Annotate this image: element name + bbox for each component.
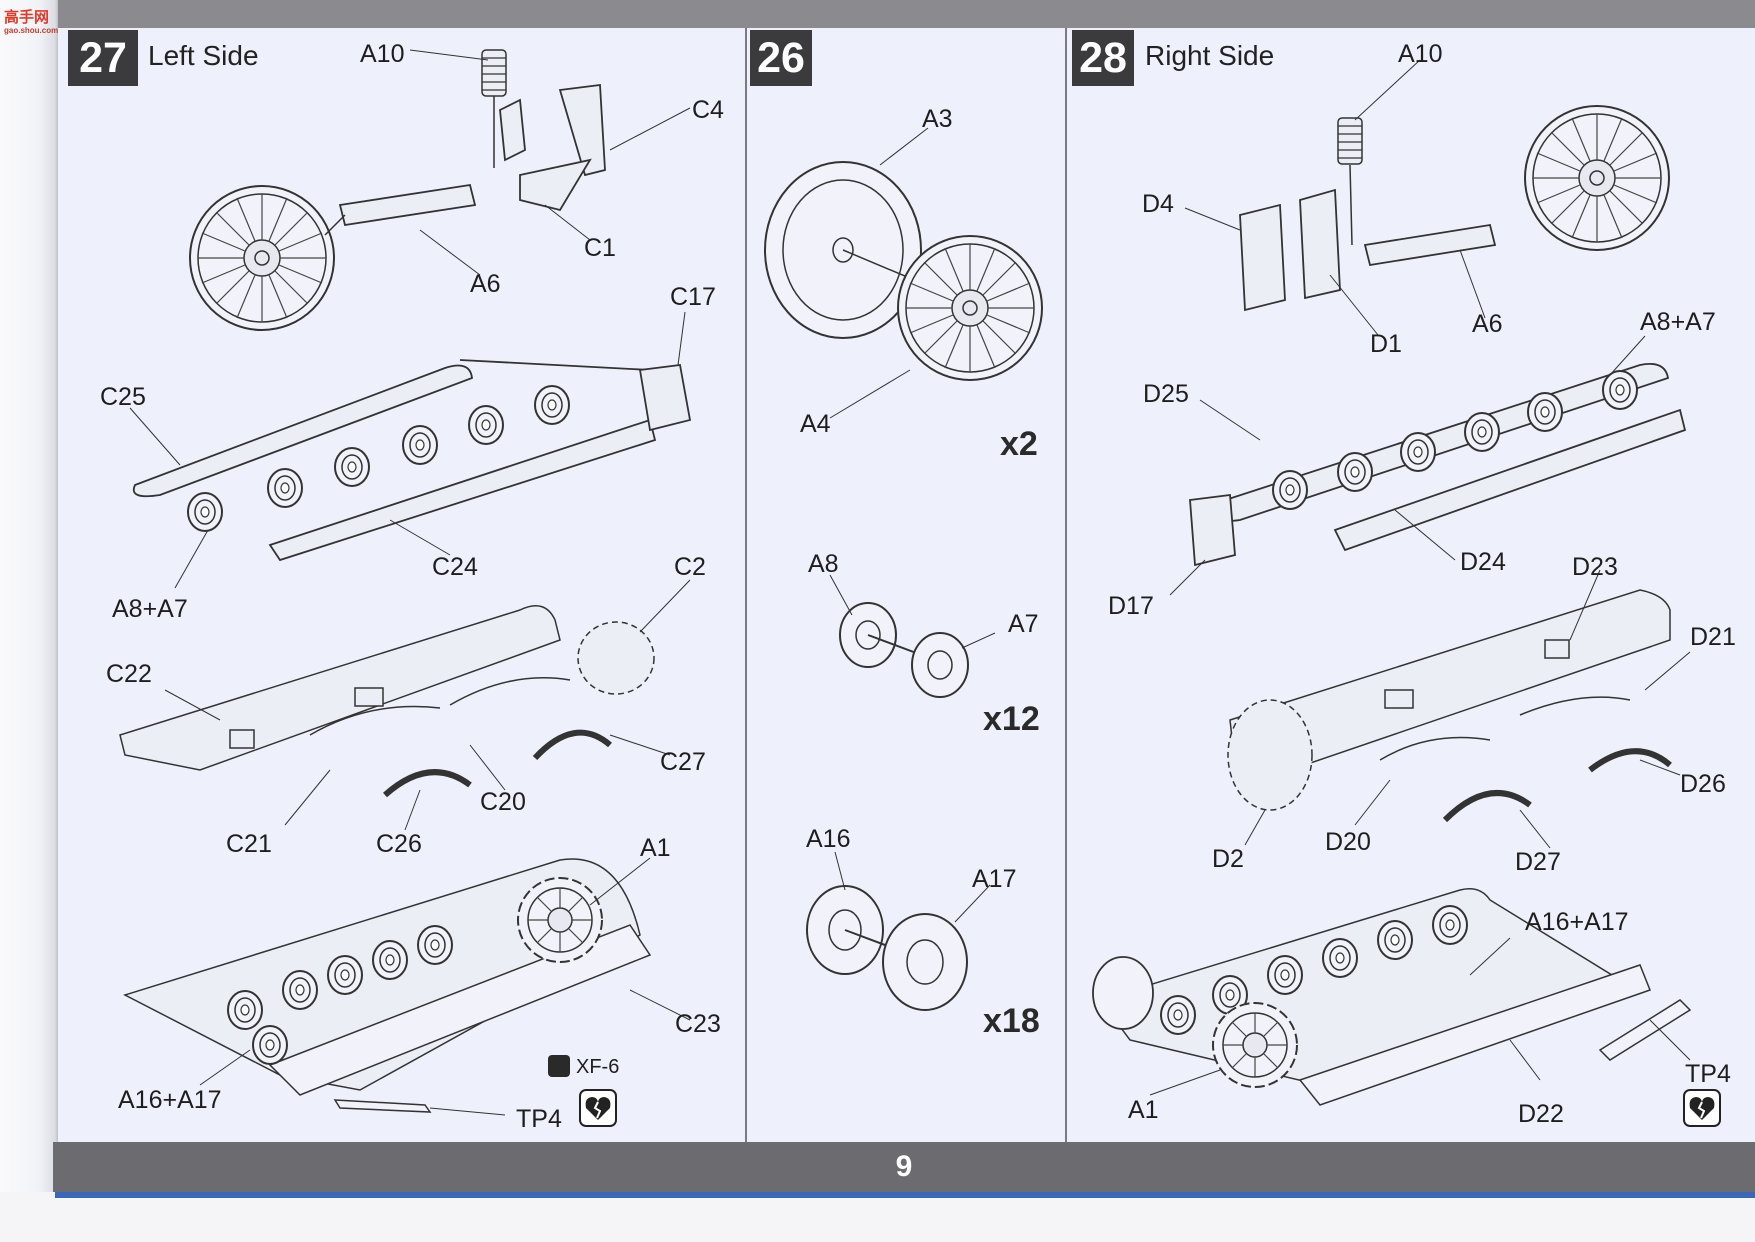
part-label: A7 <box>1008 610 1039 638</box>
part-label: D1 <box>1370 330 1402 358</box>
part-label: D2 <box>1212 845 1244 873</box>
part-label: A8 <box>808 550 839 578</box>
part-label: D17 <box>1108 592 1154 620</box>
part-label: TP4 <box>1685 1060 1731 1088</box>
part-label: A3 <box>922 105 953 133</box>
part-label: C4 <box>692 96 724 124</box>
quantity-label: x2 <box>1000 425 1038 463</box>
part-label: C21 <box>226 830 272 858</box>
part-label: C25 <box>100 383 146 411</box>
part-label: D21 <box>1690 623 1736 651</box>
panel-divider <box>745 28 747 1142</box>
step-26-part-labels: A3 A4 A8 A7 A16 A17 <box>800 105 1039 893</box>
part-label: A6 <box>1472 310 1503 338</box>
part-label: A16+A17 <box>1525 908 1629 936</box>
watermark-logo: 高手网 gao.shou.com <box>4 6 58 35</box>
step-28-part-labels: A10 D4 D1 A6 A8+A7 D25 D24 D17 D23 D21 D… <box>1108 40 1736 1128</box>
broken-heart-icon <box>579 1089 617 1127</box>
broken-heart-icon <box>1683 1089 1721 1127</box>
part-label: D25 <box>1143 380 1189 408</box>
part-label: A8+A7 <box>112 595 188 623</box>
part-label: C17 <box>670 283 716 311</box>
part-label: C2 <box>674 553 706 581</box>
cover-edge <box>55 1192 1755 1198</box>
part-label: A16 <box>806 825 850 853</box>
top-strip <box>0 0 1755 28</box>
part-label: TP4 <box>516 1105 562 1133</box>
part-label: D24 <box>1460 548 1506 576</box>
part-label: C23 <box>675 1010 721 1038</box>
page-footer: 9 <box>53 1142 1755 1192</box>
part-label: C26 <box>376 830 422 858</box>
part-label: C1 <box>584 234 616 262</box>
step-28-drawing: A10 D4 D1 A6 A8+A7 D25 D24 D17 D23 D21 D… <box>1092 40 1736 1128</box>
spoke-wheel-icon <box>897 235 1043 381</box>
page-number: 9 <box>895 1150 913 1183</box>
step-27-drawing: A10 C4 C1 A6 C17 C25 C24 A8+A7 C2 C22 C2… <box>100 40 724 1133</box>
paint-code: XF-6 <box>576 1056 619 1078</box>
step-27-title: Left Side <box>148 40 259 71</box>
part-label: A16+A17 <box>118 1086 222 1114</box>
part-label: C24 <box>432 553 478 581</box>
step-27-number: 27 <box>68 30 138 86</box>
part-label: A1 <box>1128 1096 1159 1124</box>
step-27-part-labels: A10 C4 C1 A6 C17 C25 C24 A8+A7 C2 C22 C2… <box>100 40 724 1133</box>
sprocket-icon <box>1212 1002 1298 1088</box>
part-label: A6 <box>470 270 501 298</box>
spoke-wheel-icon <box>1524 105 1670 251</box>
step-28-number: 28 <box>1072 30 1134 86</box>
binding-shadow <box>0 0 58 1242</box>
step-26-number: 26 <box>750 30 812 86</box>
part-label: A4 <box>800 410 831 438</box>
lower-margin <box>0 1192 1755 1242</box>
spring-A10-left <box>481 49 507 97</box>
part-label: A10 <box>1398 40 1442 68</box>
spring-A10-right <box>1337 117 1363 165</box>
part-label: D23 <box>1572 553 1618 581</box>
watermark-sub: gao.shou.com <box>4 26 59 35</box>
paint-pot-icon <box>548 1055 570 1077</box>
step-26-drawing: A3 A4 A8 A7 A16 A17 x2 x12 x18 <box>764 105 1043 1040</box>
watermark-text: 高手网 <box>4 9 50 26</box>
part-label: D4 <box>1142 190 1174 218</box>
part-label: D22 <box>1518 1100 1564 1128</box>
part-label: C27 <box>660 748 706 776</box>
sprocket-icon <box>517 877 603 963</box>
part-label: A8+A7 <box>1640 308 1716 336</box>
step-28-title: Right Side <box>1145 40 1275 71</box>
spoke-wheel-icon <box>189 185 335 331</box>
quantity-label: x12 <box>983 700 1040 738</box>
part-label: C22 <box>106 660 152 688</box>
panel-divider <box>1065 28 1067 1142</box>
part-label: D27 <box>1515 848 1561 876</box>
part-label: C20 <box>480 788 526 816</box>
part-label: A17 <box>972 865 1016 893</box>
part-label: A1 <box>640 834 671 862</box>
part-label: D20 <box>1325 828 1371 856</box>
part-label: D26 <box>1680 770 1726 798</box>
quantity-label: x18 <box>983 1002 1040 1040</box>
part-label: A10 <box>360 40 404 68</box>
